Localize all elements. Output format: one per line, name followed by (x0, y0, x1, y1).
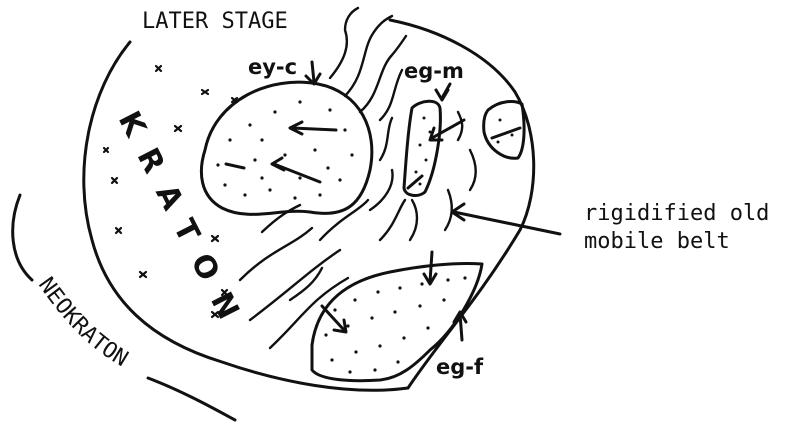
main-circle-outline (84, 20, 534, 390)
eg-m-label: eg-m (404, 59, 464, 83)
eg-m-outline (404, 101, 440, 195)
belt-label-line1: rigidified old (584, 201, 769, 226)
neokraton-bracket-lower (148, 378, 235, 420)
eg-f-arrow (460, 314, 462, 340)
eg-f-label: eg-f (436, 355, 484, 379)
kraton-label: KRATON (111, 106, 254, 341)
belt-pointer-arrow (454, 212, 560, 234)
later-stage-label: LATER STAGE (142, 9, 288, 34)
eg-c-outline (201, 82, 371, 214)
belt-label-line2: mobile belt (584, 229, 730, 254)
eg-c-arrow (312, 62, 314, 82)
eg-c-label: ey-c (248, 55, 297, 79)
eg-c-stipple (216, 100, 353, 199)
neokraton-bracket-upper (13, 195, 32, 280)
neokraton-label: NEOKRATON (33, 273, 132, 372)
